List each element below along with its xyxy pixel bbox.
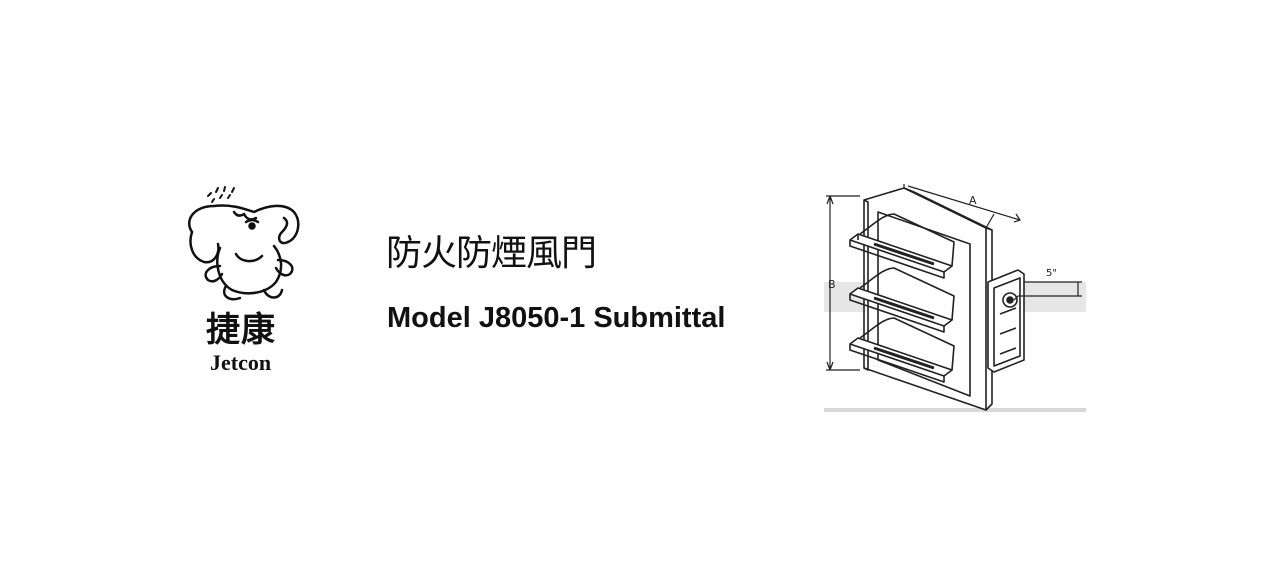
elephant-logo-icon xyxy=(188,186,300,301)
dimension-label-offset: 5" xyxy=(1046,268,1057,279)
document-title-chinese: 防火防煙風門 xyxy=(386,233,597,274)
jetcon-logo: 捷康 Jetcon xyxy=(180,182,310,382)
dimension-label-a: A xyxy=(969,194,977,207)
fire-smoke-damper-diagram: A B 5" xyxy=(824,180,1086,412)
logo-chinese-name: 捷康 xyxy=(206,310,276,350)
dimension-label-b: B xyxy=(828,278,836,291)
document-title-english: Model J8050-1 Submittal xyxy=(387,302,726,334)
logo-english-name: Jetcon xyxy=(210,350,272,375)
damper-technical-drawing: A B 5" xyxy=(824,180,1086,414)
